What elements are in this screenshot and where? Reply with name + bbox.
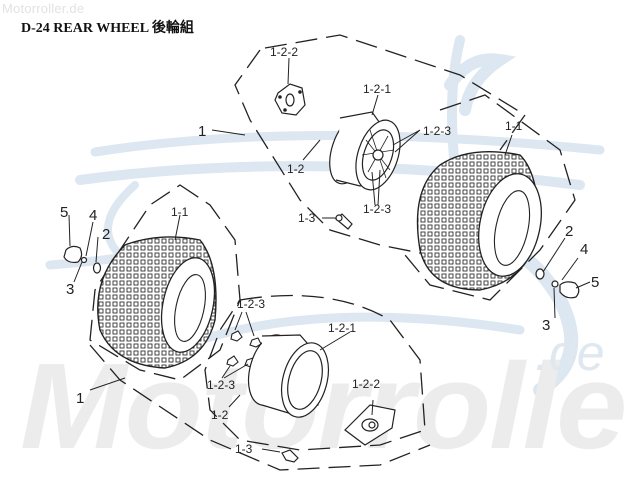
label-tire-left: 1-1 [171, 205, 189, 219]
swoosh-stroke [104, 181, 139, 259]
washer-right [535, 268, 545, 280]
watermark-de-suffix: .de [535, 325, 605, 381]
label-rim-bottom: 1-2-1 [328, 321, 356, 335]
swoosh-stroke [444, 53, 516, 116]
nut-left [80, 256, 88, 264]
label-wheel-assembly-top: 1 [198, 123, 206, 140]
washer-left [92, 262, 102, 274]
label-valve-bottom: 1-3 [235, 442, 253, 456]
label-hub-plate-bottom: 1-2-2 [352, 377, 380, 391]
tire-right [416, 151, 542, 291]
right-small-parts [535, 268, 580, 299]
label-cap-left: 5 [60, 204, 68, 221]
label-nut-right: 3 [542, 317, 550, 334]
label-pin-right: 4 [580, 241, 588, 258]
valve-bottom [281, 449, 299, 463]
swoosh-stroke [195, 312, 525, 345]
label-nut-left: 3 [66, 281, 74, 298]
rim-top [329, 111, 401, 191]
hub-plate-top [274, 83, 306, 116]
hub-plate-bottom [344, 404, 396, 446]
boundary-bottom-assembly [204, 294, 426, 451]
label-washer-right: 2 [565, 223, 573, 240]
left-small-parts [63, 245, 102, 274]
label-washer-left: 2 [102, 226, 110, 243]
label-wheel-assembly-bottom: 1 [76, 390, 84, 407]
tire-left [97, 236, 217, 369]
label-nut-upper-bottom: 1-2-3 [237, 297, 265, 311]
label-rim-top: 1-2-1 [363, 82, 391, 96]
valve-top [335, 213, 353, 230]
diagram-title: D-24 REAR WHEEL 後輪組 [21, 21, 194, 36]
label-nut-upper-top: 1-2-3 [423, 124, 451, 138]
cap-left [63, 245, 83, 264]
label-rim-assembly-top: 1-2 [287, 162, 305, 176]
boundary-left-tire [89, 184, 241, 381]
swoosh-stroke [90, 130, 605, 157]
label-rim-assembly-bottom: 1-2 [211, 408, 229, 422]
nut-bottom [226, 355, 239, 367]
label-nut-lower-bottom: 1-2-3 [207, 378, 235, 392]
label-nut-lower-top: 1-2-3 [363, 202, 391, 216]
rim-bottom [247, 334, 330, 418]
nut-right [551, 280, 559, 288]
nut-bottom [230, 330, 243, 342]
label-hub-plate-top: 1-2-2 [270, 45, 298, 59]
label-pin-left: 4 [89, 207, 97, 224]
boundary-outer [89, 344, 431, 471]
nut-bottom [249, 337, 262, 348]
watermark-top-text: Motorroller.de [2, 1, 85, 16]
label-cap-right: 5 [591, 274, 599, 291]
label-valve-top: 1-3 [298, 211, 316, 225]
cap-right [559, 281, 580, 299]
label-tire-right: 1-1 [505, 119, 523, 133]
boundary-right-tire [404, 94, 576, 301]
